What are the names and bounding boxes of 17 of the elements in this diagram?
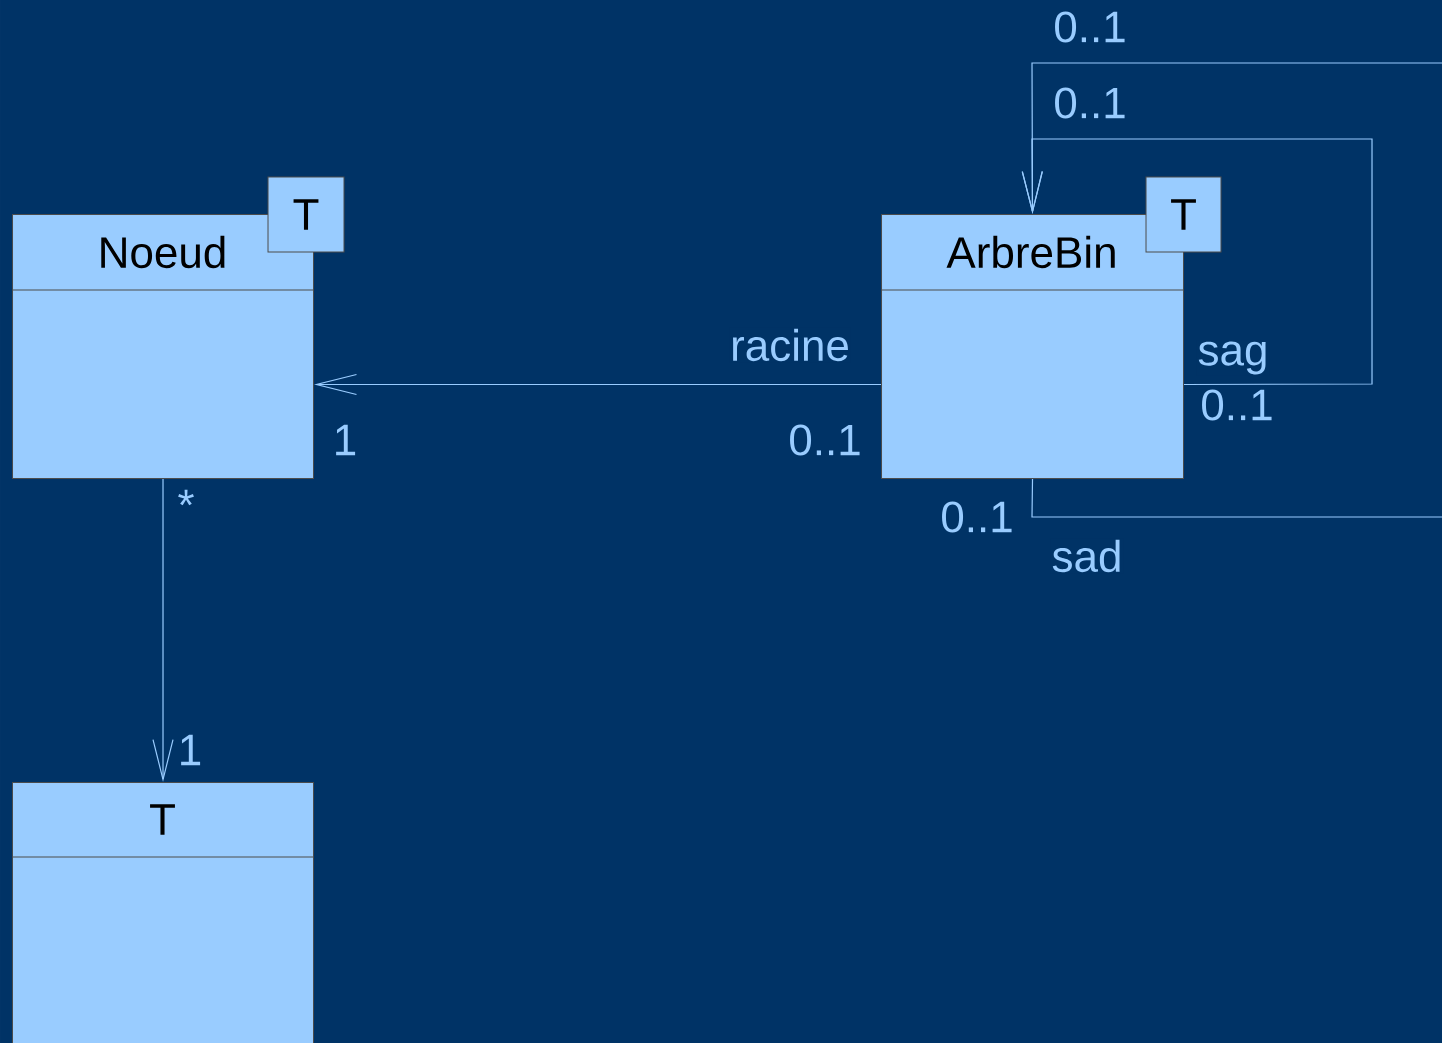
multiplicity-label: 0..1 — [1055, 11, 1125, 43]
class-box: T — [11, 782, 314, 1043]
multiplicity-label: 0..1 — [942, 501, 1012, 533]
multiplicity-label: 0..1 — [1202, 389, 1272, 421]
multiplicity-label: 1 — [336, 424, 356, 456]
multiplicity-label: * — [178, 489, 194, 506]
association-arrow — [152, 478, 174, 782]
role-label: sad — [1050, 538, 1124, 574]
multiplicity-label: 0..1 — [1055, 87, 1125, 119]
template-parameter-box: T — [1145, 176, 1222, 253]
role-label: racine — [729, 327, 851, 363]
association-arrow — [1021, 62, 1442, 518]
role-label: sag — [1196, 340, 1270, 376]
multiplicity-label: 1 — [181, 734, 201, 766]
template-parameter-box: T — [267, 176, 345, 253]
multiplicity-label: 0..1 — [790, 424, 860, 456]
association-arrow — [314, 373, 882, 396]
